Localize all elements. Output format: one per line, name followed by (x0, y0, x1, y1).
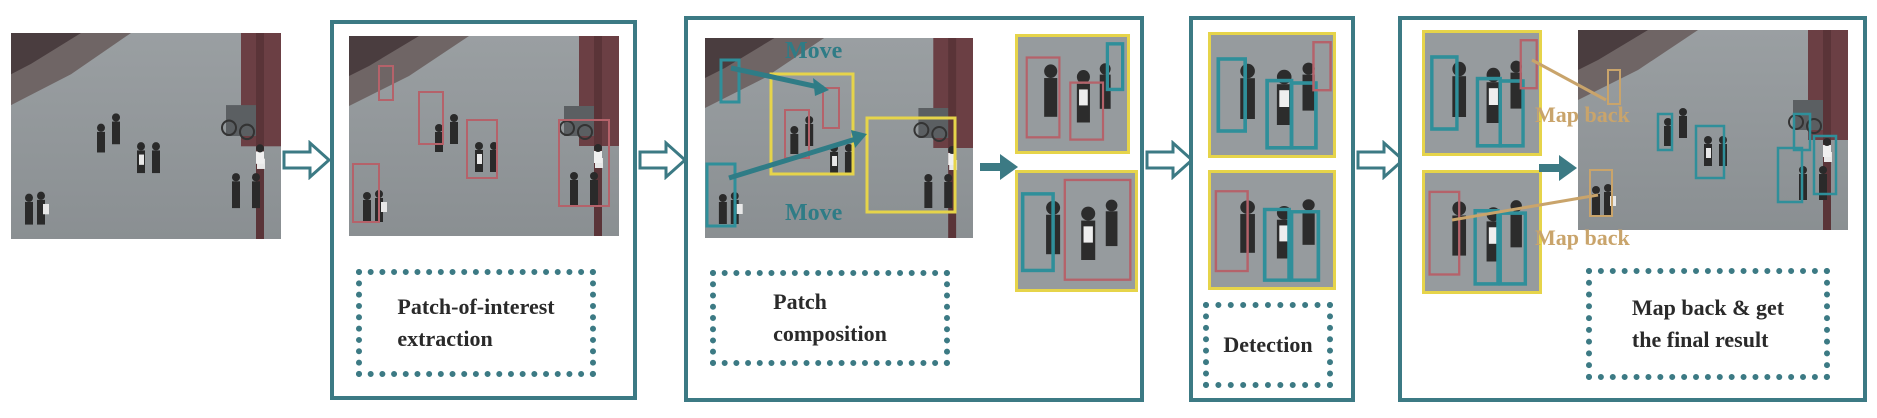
move-annotation: Move (785, 38, 843, 64)
composition-label: Patch composition (773, 289, 887, 346)
mapback-annotation: Map back (1535, 225, 1630, 250)
extraction-frame-image (349, 36, 619, 236)
extraction-stage-panel: Patch-of-interest extraction (330, 20, 637, 400)
composition-frame-image: Move Move (705, 38, 973, 238)
detection-patch-image-1 (1208, 32, 1336, 158)
composite-box (865, 116, 957, 214)
detection-stage-panel: Detection (1189, 16, 1355, 402)
composition-stage-panel: Move Move Patch composition (684, 16, 1144, 402)
patch-box (822, 87, 840, 129)
mapback-label: Map back & get the final result (1631, 295, 1785, 352)
hollow-right-arrow-icon (638, 140, 688, 180)
final-result-image (1578, 30, 1848, 230)
detection-patch-image-2 (1208, 170, 1336, 290)
patch-box (418, 91, 444, 145)
solid-right-arrow-icon (1539, 155, 1577, 181)
patch-box (352, 163, 380, 223)
mapback-stage-panel: Map back Map back Map back & get the fin… (1398, 16, 1867, 402)
hollow-right-arrow-icon (1356, 140, 1406, 180)
composite-box (769, 72, 855, 176)
composite-patch-image-2 (1015, 170, 1138, 292)
mapback-patch-image-2 (1422, 170, 1542, 294)
mapback-patch-image-1 (1422, 30, 1542, 156)
patch-box (558, 119, 610, 207)
hollow-right-arrow-icon (282, 140, 332, 180)
patch-box (705, 162, 737, 228)
patch-box (378, 65, 394, 101)
composition-label-box: Patch composition (710, 270, 950, 366)
mapback-annotation: Map back (1535, 102, 1630, 127)
move-annotation: Move (785, 200, 843, 226)
detection-label-box: Detection (1203, 302, 1333, 388)
patch-box (719, 58, 741, 104)
patch-box (466, 119, 498, 179)
detection-label: Detection (1223, 332, 1313, 357)
hollow-right-arrow-icon (1145, 140, 1195, 180)
extraction-label-box: Patch-of-interest extraction (356, 269, 596, 377)
composite-patch-image-1 (1015, 34, 1130, 154)
extraction-label: Patch-of-interest extraction (397, 294, 555, 351)
solid-right-arrow-icon (980, 154, 1018, 180)
mapback-label-box: Map back & get the final result (1586, 268, 1830, 380)
input-frame-image (11, 33, 281, 239)
